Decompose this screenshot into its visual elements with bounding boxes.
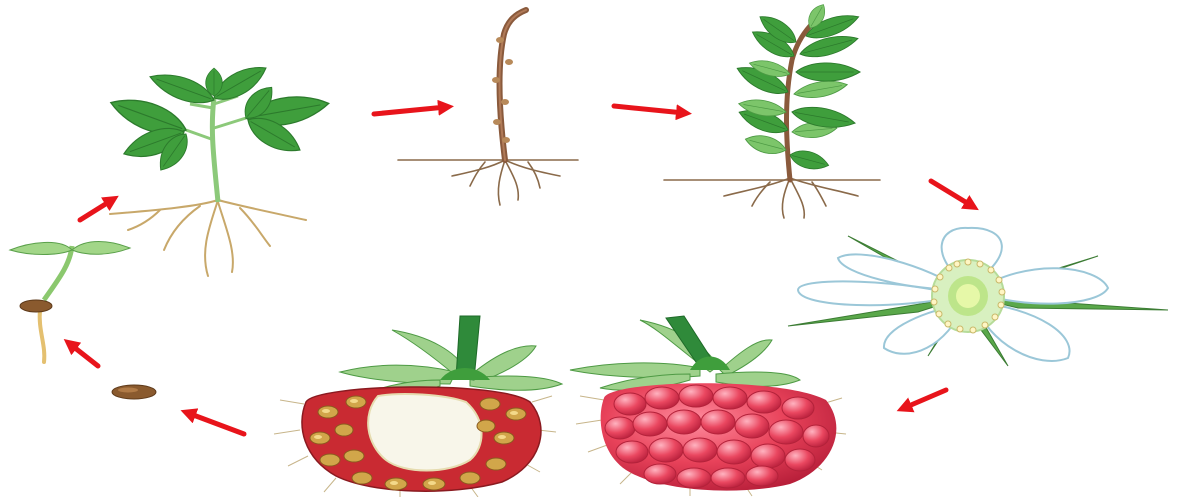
leafy-cane-icon <box>664 1 880 218</box>
arrow-flower-to-fruit <box>904 390 946 408</box>
arrow-germination-to-seedling <box>80 200 112 220</box>
arrow-seedling-to-dormant-cane <box>374 107 446 114</box>
arrow-leafy-cane-to-flower <box>931 181 972 206</box>
raspberry-cross-section-icon <box>274 316 562 497</box>
arrow-seed-to-germination <box>70 344 98 366</box>
arrow-fruit-to-seed <box>188 413 244 434</box>
seed-icon <box>112 385 156 399</box>
arrow-dormant-to-leafy-cane <box>614 106 684 113</box>
raspberry-fruit-icon <box>570 316 846 496</box>
raspberry-flower-icon <box>788 228 1168 366</box>
young-plant-icon <box>106 59 331 276</box>
